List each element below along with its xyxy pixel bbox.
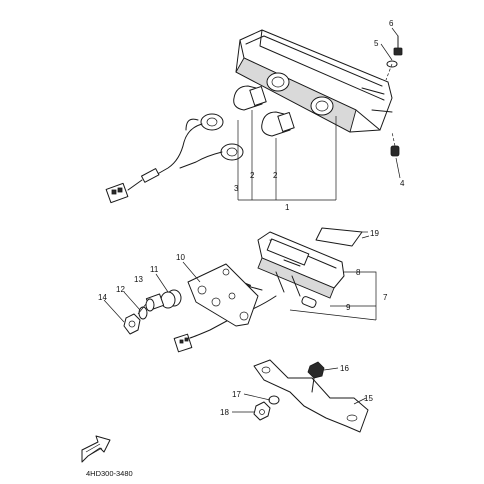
callout-9: 9 (346, 303, 351, 312)
callout-1: 1 (285, 203, 290, 212)
callout-3: 3 (234, 184, 239, 193)
connector-lower (173, 333, 193, 353)
socket-upper (200, 113, 224, 131)
callout-7: 7 (383, 293, 388, 302)
front-arrow-icon (81, 435, 111, 463)
callout-10: 10 (176, 253, 185, 262)
bulb-9 (301, 296, 317, 308)
callout-17: 17 (232, 390, 241, 399)
bulb-upper (233, 85, 267, 111)
bolt-16 (307, 361, 325, 393)
callout-13: 13 (134, 275, 143, 284)
tail-light-housing (235, 29, 393, 133)
callout-16: 16 (340, 364, 349, 373)
callout-labels: 6 5 4 3 2 2 1 19 8 7 9 10 11 13 12 14 16… (98, 19, 405, 417)
license-light-housing (257, 231, 345, 299)
gasket-10 (187, 263, 259, 327)
bracket-15 (253, 359, 369, 433)
leader-lines-upper (237, 110, 337, 201)
nut-18 (253, 401, 271, 421)
callout-14: 14 (98, 293, 107, 302)
callout-19: 19 (370, 229, 379, 238)
callout-5: 5 (374, 39, 379, 48)
diagram-code: 4HD300-3480 (86, 469, 133, 478)
washer-17 (268, 395, 280, 405)
wire-harness (105, 118, 223, 204)
callout-leaders (103, 27, 401, 413)
callout-2b: 2 (273, 171, 278, 180)
callout-15: 15 (364, 394, 373, 403)
bulb-lower (261, 111, 295, 137)
callout-18: 18 (220, 408, 229, 417)
callout-8: 8 (356, 268, 361, 277)
label-19 (315, 227, 368, 247)
callout-2a: 2 (250, 171, 255, 180)
washer-5 (385, 60, 398, 81)
callout-4: 4 (400, 179, 405, 188)
collar-13 (145, 293, 165, 312)
leader-lines-lower (289, 271, 377, 321)
callout-6: 6 (389, 19, 394, 28)
callout-11: 11 (150, 265, 159, 274)
washer-12 (138, 306, 148, 320)
callout-12: 12 (116, 285, 125, 294)
grommet-11 (160, 289, 182, 309)
socket-lower (220, 143, 244, 161)
nut-4 (390, 131, 400, 157)
screw-6 (393, 35, 403, 56)
nut-14 (123, 313, 141, 335)
